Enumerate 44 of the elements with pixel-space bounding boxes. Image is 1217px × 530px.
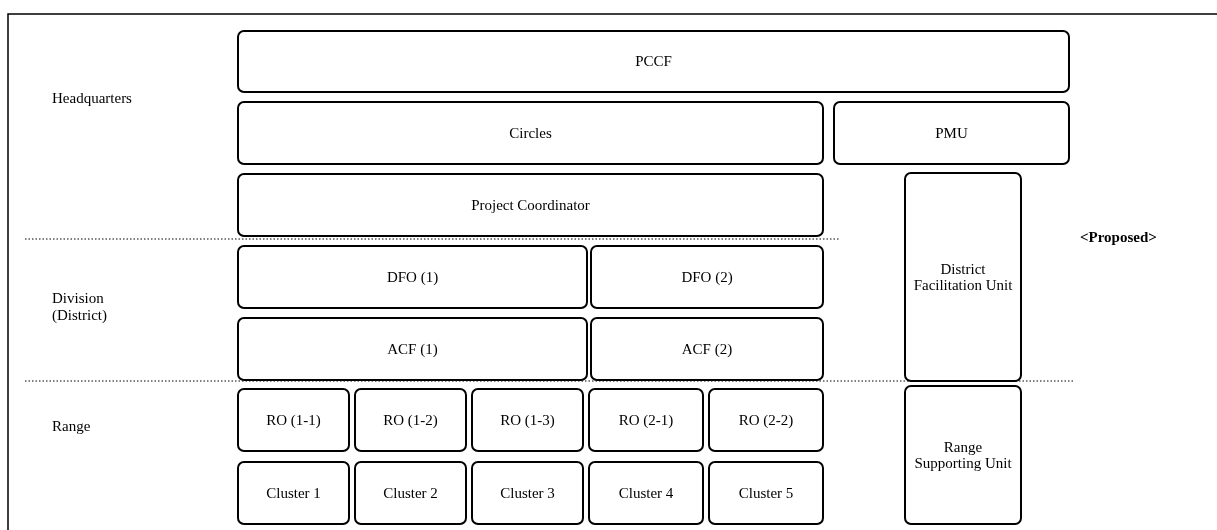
unit-name: RO (2-2) (737, 411, 795, 429)
org-unit-box (471, 388, 584, 452)
unit-name: ACF (2) (680, 340, 734, 358)
org-unit-box (708, 461, 824, 525)
org-unit-box (354, 388, 467, 452)
org-unit-box (354, 461, 467, 525)
org-unit-box (237, 30, 1070, 93)
unit-name: RO (2-1) (617, 411, 675, 429)
org-unit-box (590, 317, 824, 381)
unit-name: Cluster 1 (265, 484, 322, 502)
unit-name: Circles (508, 124, 553, 142)
unit-name: Cluster 4 (617, 484, 675, 502)
unit-name: ACF (1) (386, 340, 439, 358)
org-unit-box (237, 245, 588, 309)
unit-name: District Facilitation Unit (912, 260, 1014, 294)
org-unit-box (904, 385, 1022, 525)
level-label: Division (District) (52, 290, 108, 323)
unit-name: Cluster 5 (737, 484, 795, 502)
level-label: Headquarters (52, 90, 132, 107)
unit-name: RO (1-2) (382, 411, 439, 429)
unit-name: Range Supporting Unit (913, 438, 1013, 472)
unit-name: Cluster 2 (382, 484, 439, 502)
org-unit-box (237, 173, 824, 237)
unit-name: PMU (934, 124, 969, 142)
org-unit-box (237, 461, 350, 525)
org-unit-box (471, 461, 584, 525)
level-label: Range (52, 418, 91, 435)
org-unit-box (237, 101, 824, 165)
org-unit-box (588, 461, 704, 525)
org-unit-box (237, 388, 350, 452)
org-unit-box (237, 317, 588, 381)
unit-name: Cluster 3 (499, 484, 556, 502)
org-unit-box (833, 101, 1070, 165)
org-unit-box (904, 172, 1022, 382)
unit-name: PCCF (634, 53, 673, 70)
unit-name: RO (1-3) (499, 411, 556, 429)
org-unit-box (588, 388, 704, 452)
unit-name: RO (1-1) (265, 411, 322, 429)
unit-name: DFO (1) (385, 268, 440, 286)
org-unit-box (590, 245, 824, 309)
level-label: <Proposed> (1080, 229, 1157, 246)
unit-name: DFO (2) (680, 268, 734, 286)
org-unit-box (708, 388, 824, 452)
unit-name: Project Coordinator (470, 196, 591, 214)
